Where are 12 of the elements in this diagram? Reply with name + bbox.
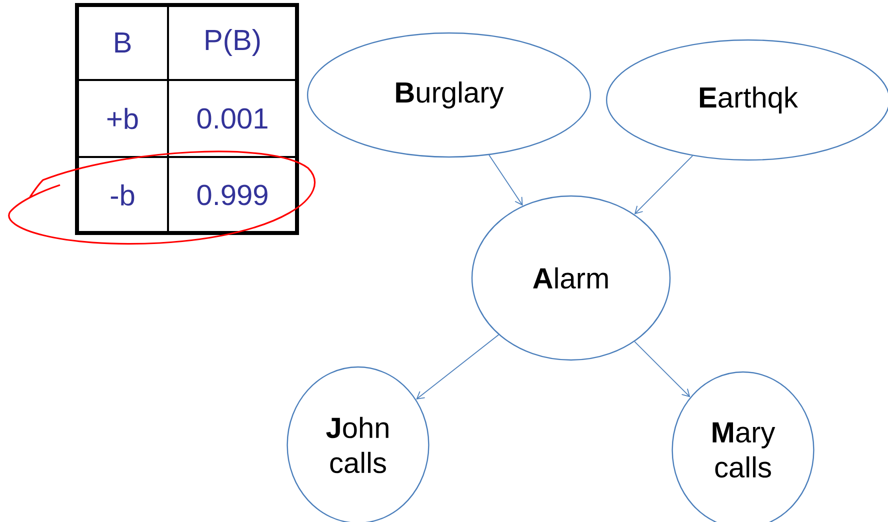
ellipse-node: Alarm: [471, 195, 671, 361]
arrow: [416, 334, 500, 400]
table-cell: P(B): [206, 29, 260, 56]
arrow: [488, 154, 523, 206]
arrow: [634, 341, 690, 398]
arrow: [634, 155, 693, 214]
table-cell: B: [115, 32, 131, 52]
ellipse-node: Burglary: [306, 32, 592, 158]
table-cell: -b: [110, 184, 134, 206]
table-cell: 0.001: [197, 108, 268, 129]
table-cell: +b: [107, 108, 138, 130]
table-cell: 0.999: [197, 184, 268, 206]
